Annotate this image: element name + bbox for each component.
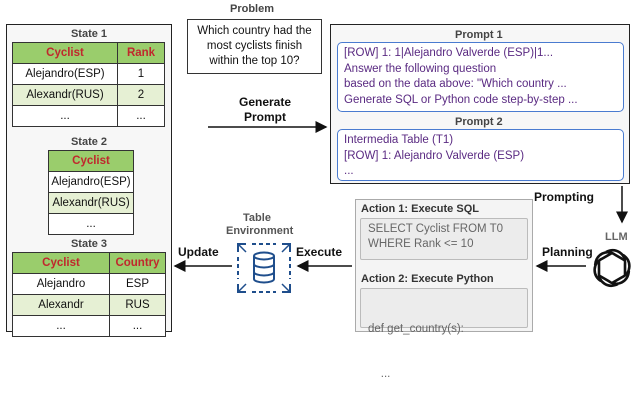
generate-word: Generate (238, 95, 292, 109)
table-cell: ESP (109, 273, 166, 295)
execute-label: Execute (296, 245, 343, 259)
problem-line: most cyclists finish (206, 40, 303, 52)
table-cell: Alejandro (12, 273, 110, 295)
table-word: Table (243, 212, 271, 224)
environment-word: Environment (226, 225, 294, 237)
database-icon (237, 243, 291, 293)
table-cell: RUS (109, 294, 166, 316)
prompt-line: Answer the following question (344, 62, 497, 75)
prompt2-box: Intermedia Table (T1) [ROW] 1: Alejandro… (337, 129, 624, 181)
prompt-line: [ROW] 1: Alejandro Valverde (ESP) (344, 149, 525, 162)
table-cell: ... (48, 213, 134, 235)
update-label: Update (178, 245, 219, 259)
state3-title: State 3 (70, 238, 108, 250)
state2-title: State 2 (70, 136, 108, 148)
prompt-line: ... (344, 165, 354, 177)
problem-title: Problem (230, 3, 275, 15)
prompt-line: based on the data above: "Which country … (344, 78, 567, 90)
table-cell: 1 (117, 63, 165, 85)
state1-table: Cyclist Rank Alejandro(ESP)1 Alexandr(RU… (12, 42, 165, 127)
table-cell: ... (117, 105, 165, 127)
table-cell: Alejandro(ESP) (12, 63, 118, 85)
action1-title: Action 1: Execute SQL (361, 203, 479, 215)
table-cell: ... (109, 315, 166, 337)
prompt2-title: Prompt 2 (455, 116, 503, 128)
state3-header-cyclist: Cyclist (12, 252, 110, 274)
action2-title: Action 2: Execute Python (361, 273, 494, 285)
table-cell: Alexandr (12, 294, 110, 316)
problem-line: Which country had the (197, 25, 312, 37)
planning-label: Planning (542, 245, 593, 259)
code-line: WHERE Rank <= 10 (368, 238, 474, 250)
action1-code-box: SELECT Cyclist FROM T0 WHERE Rank <= 10 (360, 218, 528, 260)
table-cell: Alexandr(RUS) (12, 84, 118, 106)
prompt1-title: Prompt 1 (455, 29, 503, 41)
prompt1-box: [ROW] 1: 1|Alejandro Valverde (ESP)|1...… (337, 42, 624, 112)
openai-logo-icon (593, 249, 631, 287)
state1-title: State 1 (70, 28, 108, 40)
code-line: ... (368, 368, 391, 380)
problem-box: Which country had the most cyclists fini… (187, 19, 322, 74)
code-line: SELECT Cyclist FROM T0 (368, 223, 504, 235)
prompt-line: Generate SQL or Python code step-by-step… (344, 93, 578, 106)
state1-header-rank: Rank (117, 42, 165, 64)
state2-table: Cyclist Alejandro(ESP) Alexandr(RUS) ... (48, 150, 134, 235)
state2-header-cyclist: Cyclist (48, 150, 134, 172)
generate-prompt-label: Generate Prompt (230, 95, 300, 125)
action2-code-box: def get_country(s): ... (360, 288, 528, 380)
prompt-word: Prompt (244, 110, 286, 124)
problem-line: within the top 10? (209, 55, 300, 67)
code-line: def get_country(s): (368, 323, 464, 335)
connectors-and-icons (173, 121, 631, 293)
table-environment-label: Table Environment (226, 212, 294, 238)
prompt-line: Intermedia Table (T1) (344, 134, 454, 146)
table-cell: ... (12, 105, 118, 127)
prompt-line: [ROW] 1: 1|Alejandro Valverde (ESP)|1... (344, 47, 554, 59)
llm-label: LLM (605, 231, 628, 243)
table-cell: Alejandro(ESP) (48, 171, 134, 193)
prompting-label: Prompting (534, 190, 594, 204)
